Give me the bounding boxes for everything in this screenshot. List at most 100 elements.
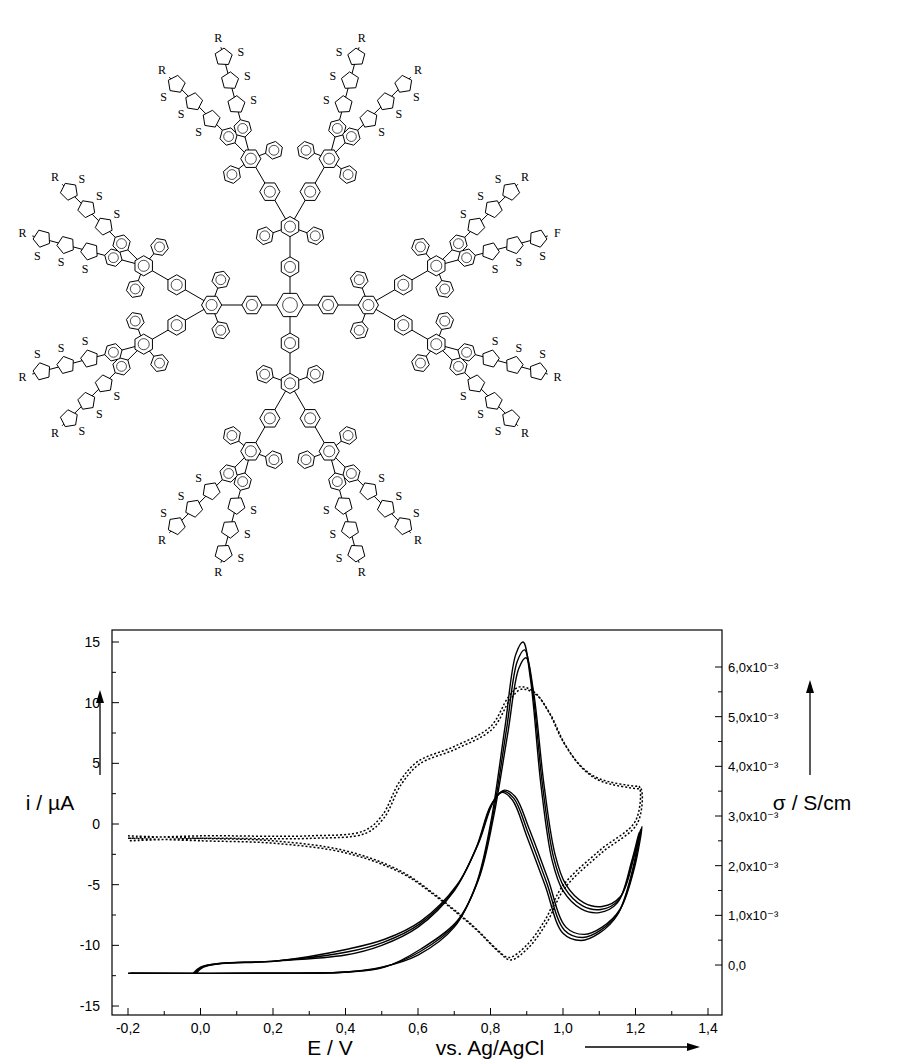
conductivity-curve: [130, 689, 643, 960]
end-group: R: [553, 371, 561, 383]
sulfur-atom: S: [244, 70, 251, 82]
tick-mark: [381, 1011, 382, 1015]
tick-label: -0,2: [116, 1021, 140, 1035]
benzene-ring: [277, 293, 304, 316]
thiophene-ring: [348, 545, 365, 561]
aromatic-circle: [310, 369, 320, 379]
sulfur-atom: S: [195, 472, 202, 484]
thiophene-ring: [186, 93, 203, 110]
thiophene-ring: [335, 96, 352, 112]
aromatic-circle: [343, 170, 353, 180]
bond: [144, 305, 212, 344]
benzene-ring: [350, 322, 368, 339]
bond-lines: [32, 47, 547, 562]
aromatic-circle: [462, 347, 472, 357]
aromatic-circle: [171, 320, 182, 331]
bond: [290, 159, 329, 227]
dendrimer-structure: [32, 47, 547, 562]
thiophene-ring: [485, 201, 502, 218]
sulfur-atom: S: [250, 504, 257, 516]
benzene-ring: [350, 271, 368, 288]
sulfur-atom: S: [58, 256, 65, 268]
sulfur-atom: S: [58, 342, 65, 354]
sulfur-atom: S: [515, 342, 522, 354]
benzene-ring: [113, 235, 130, 252]
thiophene-ring: [95, 375, 112, 392]
benzene-ring: [343, 128, 360, 145]
benzene-ring: [260, 410, 280, 427]
sulfur-atom: S: [413, 507, 420, 519]
benzene-ring: [234, 120, 251, 137]
tick-mark: [599, 1011, 600, 1015]
aromatic-circle: [416, 358, 426, 368]
benzene-ring: [105, 344, 122, 361]
sulfur-atom: S: [477, 408, 484, 420]
thiophene-ring: [57, 356, 73, 373]
thiophene-ring: [57, 237, 73, 254]
benzene-ring: [412, 355, 430, 372]
sulfur-atom: S: [82, 335, 89, 347]
thiophene-ring: [81, 243, 97, 260]
tick-mark: [715, 865, 722, 866]
aromatic-circle: [260, 369, 270, 379]
aromatic-circle: [130, 316, 140, 326]
aromatic-circle: [454, 239, 464, 249]
end-group: R: [358, 32, 366, 44]
aromatic-circle: [398, 320, 409, 331]
thiophene-ring: [228, 498, 245, 514]
thiophene-ring: [222, 522, 239, 538]
thiophene-ring: [95, 218, 112, 235]
thiophene-ring: [60, 183, 77, 200]
benzene-ring: [318, 296, 338, 313]
tick-mark: [112, 793, 116, 794]
tick-mark: [112, 642, 119, 643]
end-group: R: [51, 427, 59, 439]
sulfur-atom: S: [96, 408, 103, 420]
aromatic-circle: [332, 123, 342, 133]
benzene-ring: [256, 227, 273, 245]
thiophene-ring: [530, 230, 546, 247]
sulfur-atom: S: [539, 348, 546, 360]
tick-label: 1,0: [553, 1021, 572, 1035]
sulfur-atom: S: [378, 472, 385, 484]
sulfur-atom: S: [34, 348, 41, 360]
benzene-ring: [412, 239, 430, 256]
bond: [251, 383, 290, 451]
thiophene-ring: [348, 48, 365, 64]
conductivity-curve: [128, 687, 641, 958]
thiophene-ring: [503, 410, 520, 427]
end-group: R: [51, 171, 59, 183]
thiophene-ring: [377, 93, 394, 110]
benzene-ring: [307, 365, 324, 383]
aromatic-circle: [283, 298, 298, 313]
aromatic-circle: [130, 284, 140, 294]
plot-frame: [112, 630, 722, 1015]
benzene-ring: [241, 150, 261, 167]
tick-label: 1,0x10⁻³: [728, 909, 778, 922]
sulfur-atom: S: [515, 256, 522, 268]
benzene-ring: [340, 166, 357, 184]
axis-title: σ / S/cm: [773, 792, 851, 813]
bond: [368, 305, 436, 344]
axis-ticks: [112, 642, 722, 1015]
tick-label: 0,0: [728, 959, 746, 972]
sulfur-atom: S: [495, 425, 502, 437]
phenyl-rings: [105, 120, 475, 490]
thiophene-ring: [168, 518, 185, 535]
aromatic-circle: [363, 299, 374, 310]
thiophene-ring: [530, 363, 546, 380]
tick-label: 5: [92, 756, 100, 770]
tick-mark: [563, 1008, 564, 1015]
sulfur-atom: S: [178, 490, 185, 502]
sulfur-atom: S: [396, 108, 403, 120]
thiophene-ring: [360, 483, 377, 500]
benzene-ring: [343, 465, 360, 482]
thiophene-ring: [485, 392, 502, 409]
sulfur-atom: S: [477, 190, 484, 202]
aromatic-circle: [216, 275, 226, 285]
aromatic-circle: [346, 132, 356, 142]
thiophene-ring: [483, 350, 499, 367]
tick-mark: [128, 1008, 129, 1015]
